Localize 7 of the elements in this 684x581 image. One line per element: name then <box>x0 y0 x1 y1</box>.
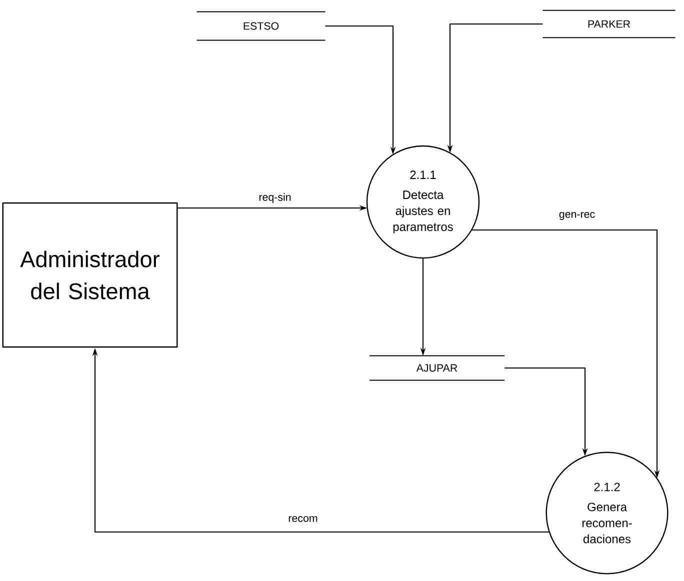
external-entity-box: Administrador del Sistema <box>2 202 178 348</box>
data-store: AJUPAR <box>368 355 506 381</box>
edge-label: req-sin <box>259 193 291 203</box>
edge-label: gen-rec <box>559 212 595 220</box>
edge-label: recom <box>288 516 318 522</box>
data-store: PARKER <box>542 10 676 38</box>
data-store: ESTSO <box>196 11 326 41</box>
